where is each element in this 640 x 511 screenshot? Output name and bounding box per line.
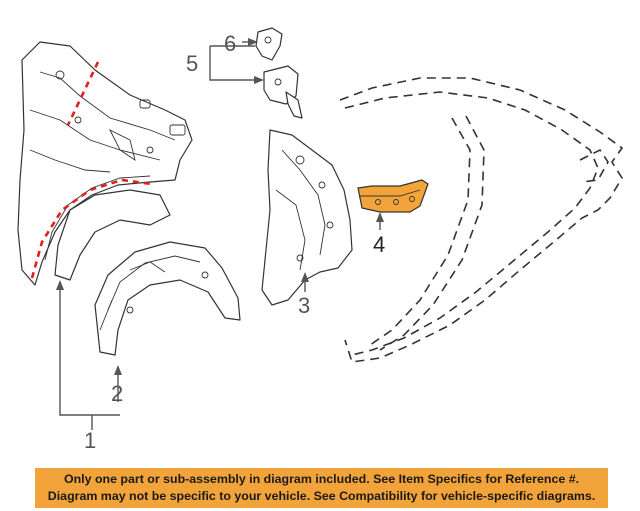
part-5-bracket: [263, 65, 303, 119]
callout-2: 2: [111, 381, 123, 406]
callout-3: 3: [298, 293, 310, 318]
callout-6: 6: [224, 31, 236, 56]
callout-4: 4: [373, 232, 385, 257]
outer-quarter-panel-outline: [339, 77, 624, 363]
part-6-clip: [255, 27, 283, 61]
part-4-bracket-highlighted: [357, 179, 429, 213]
disclaimer-banner: Only one part or sub-assembly in diagram…: [35, 468, 608, 508]
disclaimer-line-2: Diagram may not be specific to your vehi…: [47, 489, 596, 503]
callout-1: 1: [84, 428, 96, 453]
parts-diagram: 1 2 3 4 5 6: [17, 27, 624, 453]
part-3-pillar-panel: [261, 129, 353, 306]
part-2-wheelhouse: [94, 241, 241, 356]
part-1-inner-quarter-panel: [17, 41, 193, 286]
callout-5: 5: [186, 51, 198, 76]
callout-leaders: [56, 38, 384, 430]
disclaimer-line-1: Only one part or sub-assembly in diagram…: [63, 472, 580, 486]
